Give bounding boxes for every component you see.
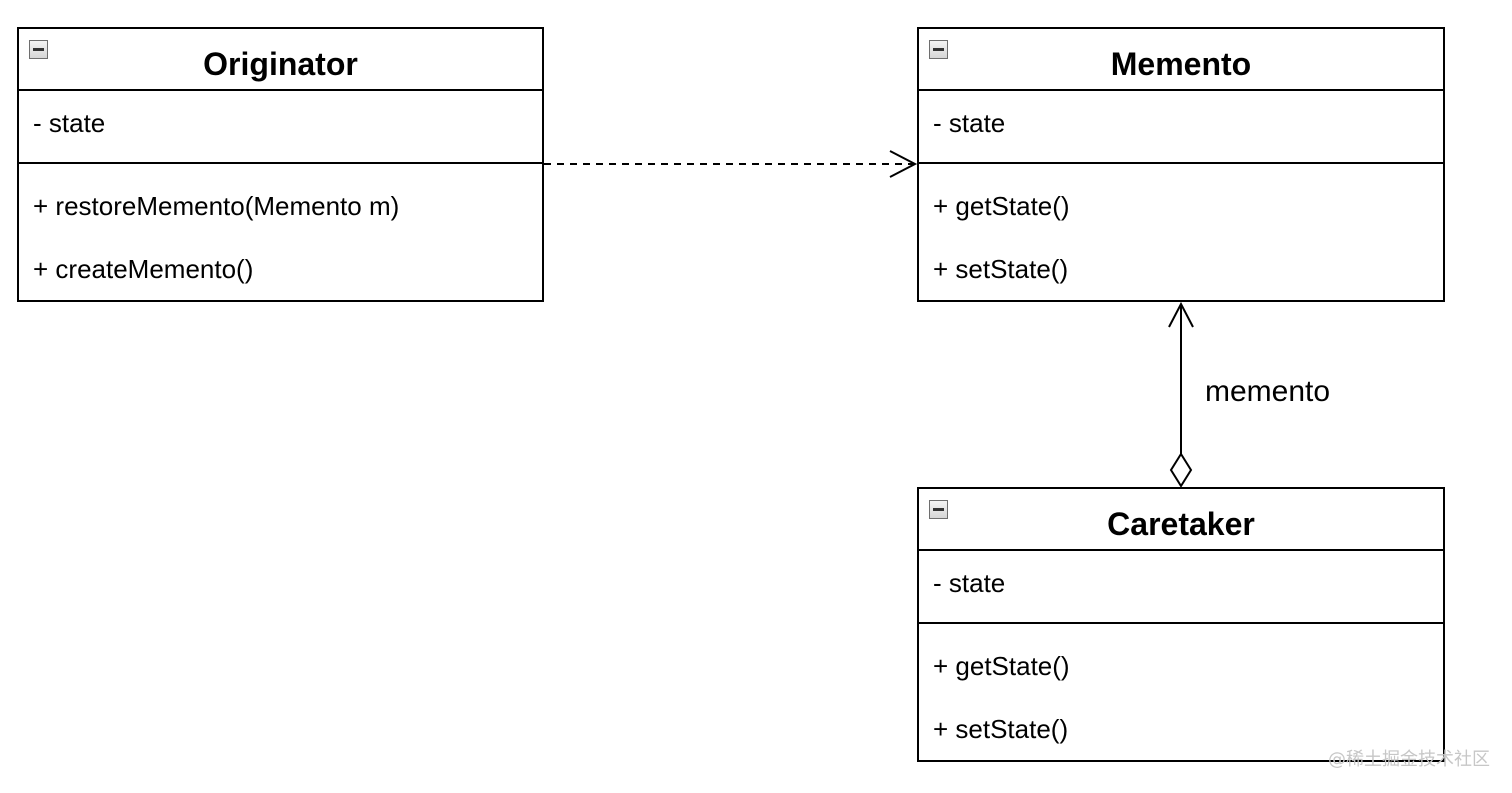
collapse-icon[interactable] [29, 40, 48, 59]
dependency-arrowhead [889, 150, 918, 178]
collapse-icon[interactable] [929, 40, 948, 59]
operations-section: + getState() + setState() [919, 624, 1443, 745]
attributes-section: - state [919, 551, 1443, 624]
class-name: Memento [1110, 46, 1252, 82]
aggregation-diamond [1169, 452, 1193, 488]
attributes-section: - state [919, 91, 1443, 164]
class-header: Caretaker [919, 489, 1443, 551]
attributes-section: - state [19, 91, 542, 164]
operation-item: + createMemento() [33, 254, 254, 284]
operation-item: + setState() [933, 714, 1069, 744]
operations-section: + restoreMemento(Memento m) + createMeme… [19, 164, 542, 285]
operations-section: + getState() + setState() [919, 164, 1443, 285]
class-name: Originator [203, 46, 358, 82]
collapse-icon[interactable] [929, 500, 948, 519]
attribute-item: - state [33, 108, 106, 138]
class-header: Memento [919, 29, 1443, 91]
attribute-item: - state [933, 108, 1006, 138]
operation-item: + setState() [933, 254, 1069, 284]
class-originator[interactable]: Originator - state + restoreMemento(Meme… [17, 27, 544, 302]
class-memento[interactable]: Memento - state + getState() + setState(… [917, 27, 1445, 302]
aggregation-arrowhead [1168, 301, 1194, 328]
operation-item: + restoreMemento(Memento m) [33, 191, 400, 221]
watermark-text: @稀土掘金技术社区 [1328, 749, 1490, 770]
class-caretaker[interactable]: Caretaker - state + getState() + setStat… [917, 487, 1445, 762]
class-header: Originator [19, 29, 542, 91]
aggregation-label: memento [1205, 375, 1331, 408]
operation-item: + getState() [933, 191, 1070, 221]
class-name: Caretaker [1107, 506, 1255, 542]
operation-item: + getState() [933, 651, 1070, 681]
attribute-item: - state [933, 568, 1006, 598]
